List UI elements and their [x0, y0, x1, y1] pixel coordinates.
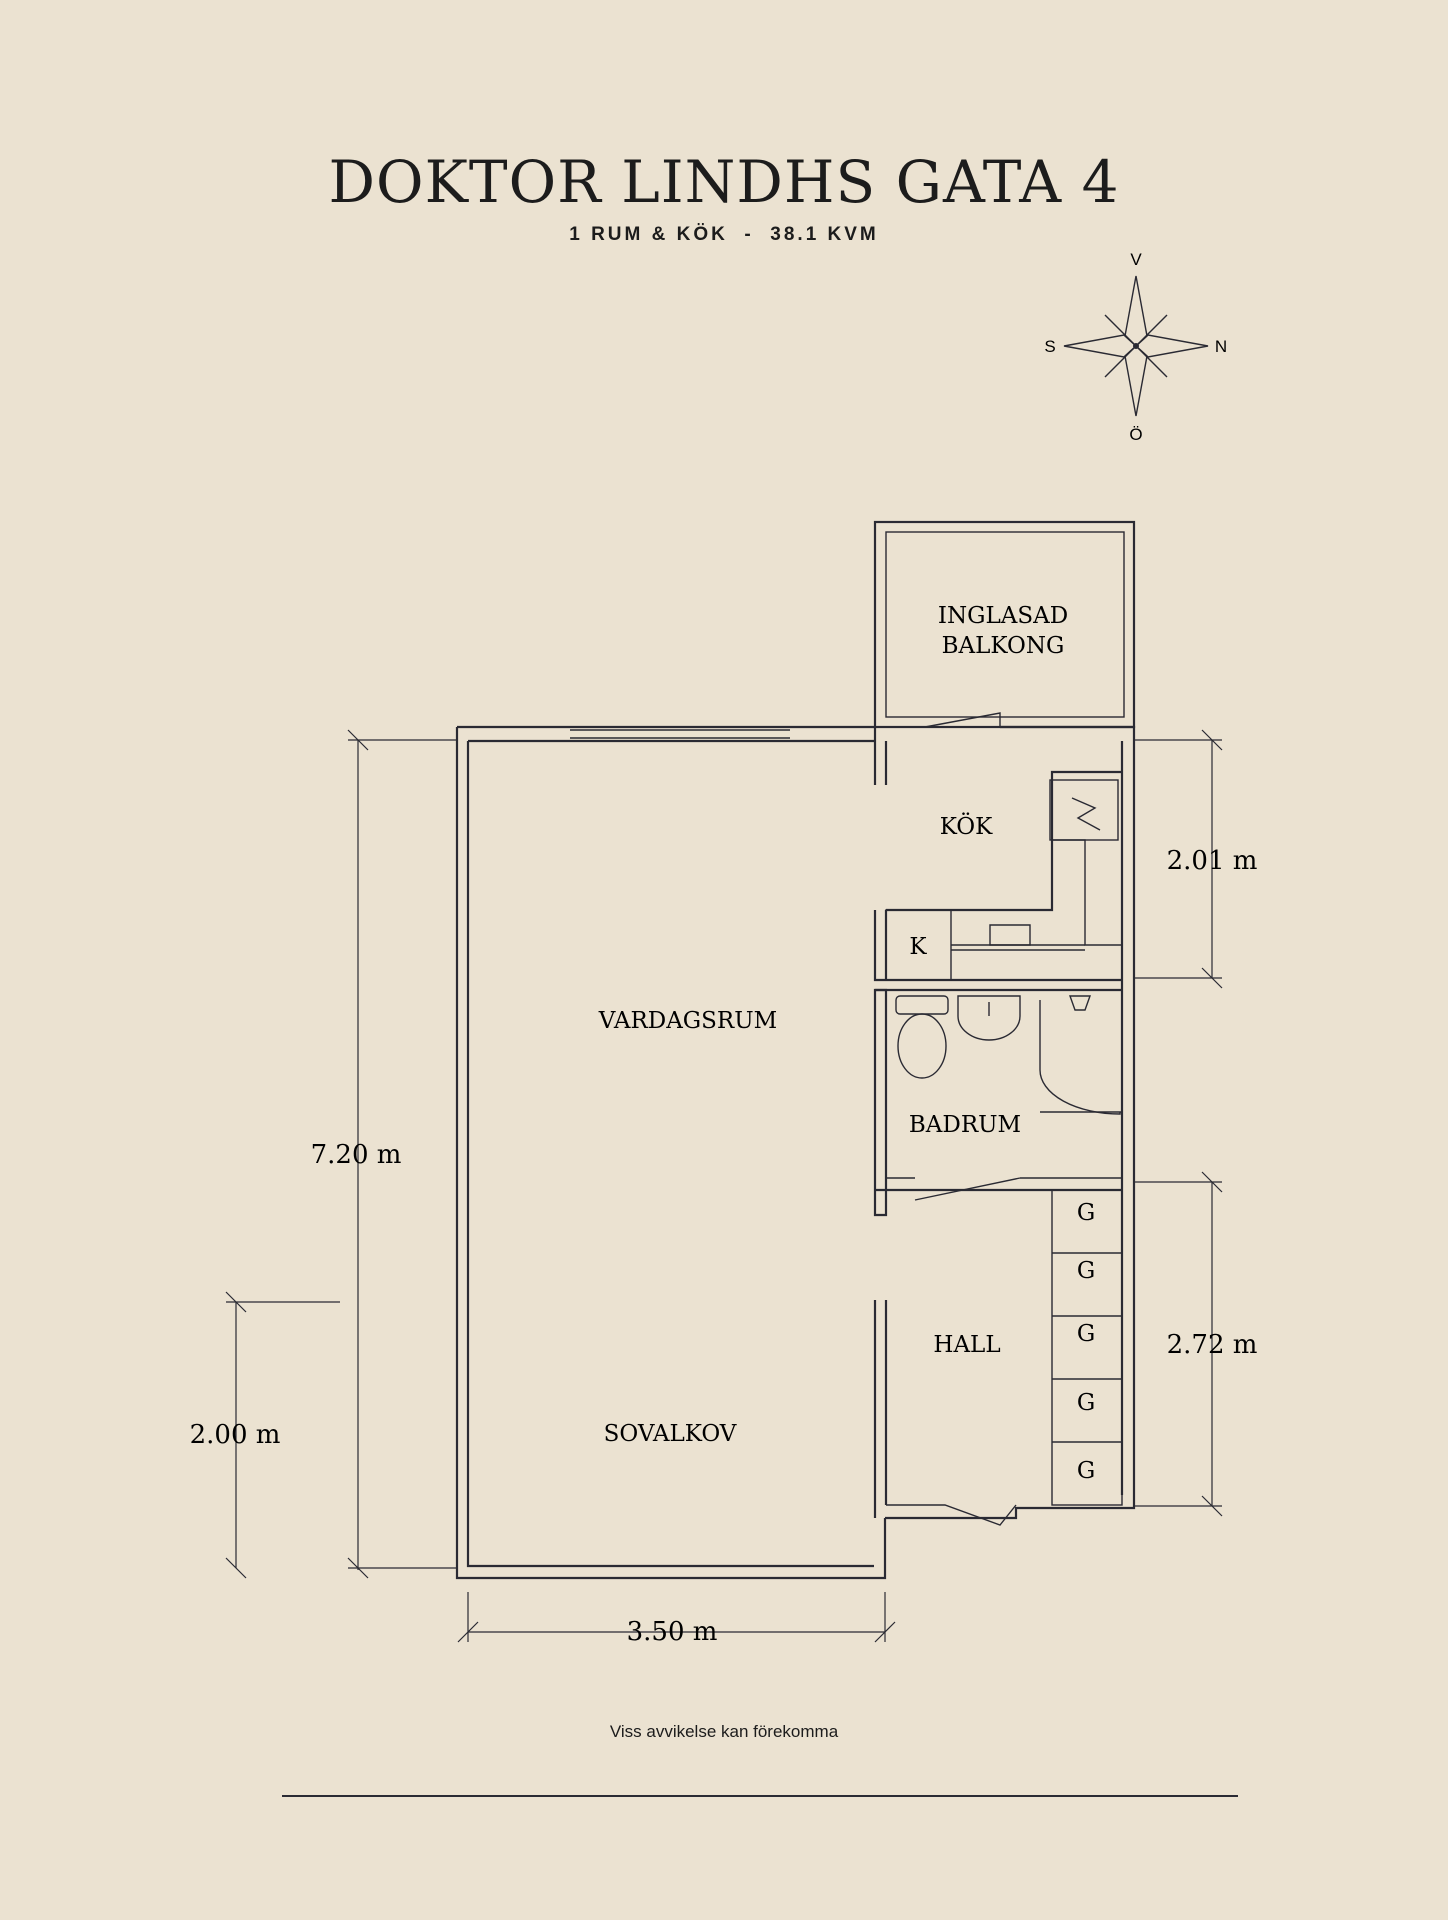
room-label-hall: HALL: [933, 1332, 1000, 1358]
toilet-tank: [895, 995, 949, 1015]
room-label-balcony-line2: BALKONG: [942, 633, 1065, 659]
dim-label-alcove: 2.00 m: [190, 1420, 281, 1450]
room-label-bathroom: BADRUM: [909, 1112, 1021, 1138]
wardrobe-label: G: [1077, 1200, 1095, 1226]
page-subtitle: 1 RUM & KÖK - 38.1 KVM: [569, 224, 879, 245]
room-label-living: VARDAGSRUM: [598, 1008, 777, 1034]
interior-walls: [873, 770, 1123, 1526]
wardrobe-label: G: [1077, 1321, 1095, 1347]
wardrobe-label: G: [1077, 1258, 1095, 1284]
compass-label-left: S: [1044, 337, 1055, 356]
compass-label-bottom: Ö: [1129, 425, 1142, 444]
wardrobe-label: G: [1077, 1458, 1095, 1484]
room-label-kitchen: KÖK: [940, 813, 993, 840]
compass-label-top: V: [1130, 250, 1142, 269]
disclaimer-note: Viss avvikelse kan förekomma: [609, 1722, 839, 1741]
room-label-balcony-line1: INGLASAD: [938, 603, 1068, 629]
dimension-lines: [225, 729, 1223, 1643]
compass-label-right: N: [1215, 337, 1227, 356]
outer-walls: [455, 712, 1136, 1580]
dim-label-kitchen: 2.01 m: [1167, 846, 1258, 876]
page-title: DOKTOR LINDHS GATA 4: [328, 148, 1120, 216]
compass-rose: V S N Ö: [1044, 250, 1227, 444]
wardrobe-label: G: [1077, 1390, 1095, 1416]
sink-icon: [957, 995, 1021, 1041]
dim-label-width: 3.50 m: [627, 1617, 718, 1647]
room-label-fridge: K: [909, 934, 927, 960]
bathroom-fixtures: [895, 995, 1091, 1079]
dim-label-hall: 2.72 m: [1167, 1330, 1258, 1360]
room-label-alcove: SOVALKOV: [604, 1421, 737, 1447]
shower-head-icon: [1069, 995, 1091, 1011]
dim-label-total-height: 7.20 m: [311, 1140, 402, 1170]
toilet-bowl-icon: [897, 1013, 947, 1079]
